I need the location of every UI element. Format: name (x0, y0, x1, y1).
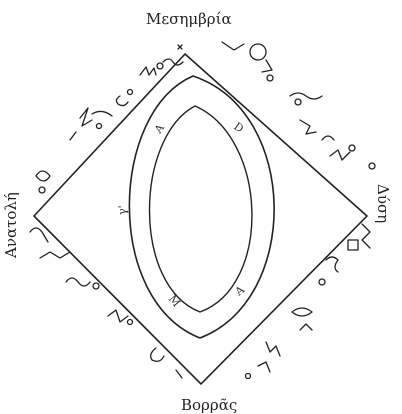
label-east: Ανατολή (2, 192, 20, 259)
glyphs-top-right (222, 42, 375, 169)
glyphs-bottom-left (30, 171, 182, 378)
ring-letter-gamma: γ' (116, 205, 129, 215)
outer-diamond (34, 54, 367, 384)
ring-letter-a-top: A (151, 121, 167, 137)
label-north: Βορρᾶς (181, 396, 237, 414)
label-west: Δύση (374, 184, 392, 223)
glyphs-bottom-right (246, 224, 371, 379)
ring-letter-a-bottom: A (232, 283, 248, 299)
glyphs-top-left (70, 45, 183, 140)
outer-vesica (129, 76, 274, 338)
inner-vesica (149, 106, 251, 312)
label-south: Μεσημβρία (146, 10, 232, 28)
ring-letter-d: D (231, 120, 246, 136)
ring-letter-m: M (166, 293, 183, 310)
